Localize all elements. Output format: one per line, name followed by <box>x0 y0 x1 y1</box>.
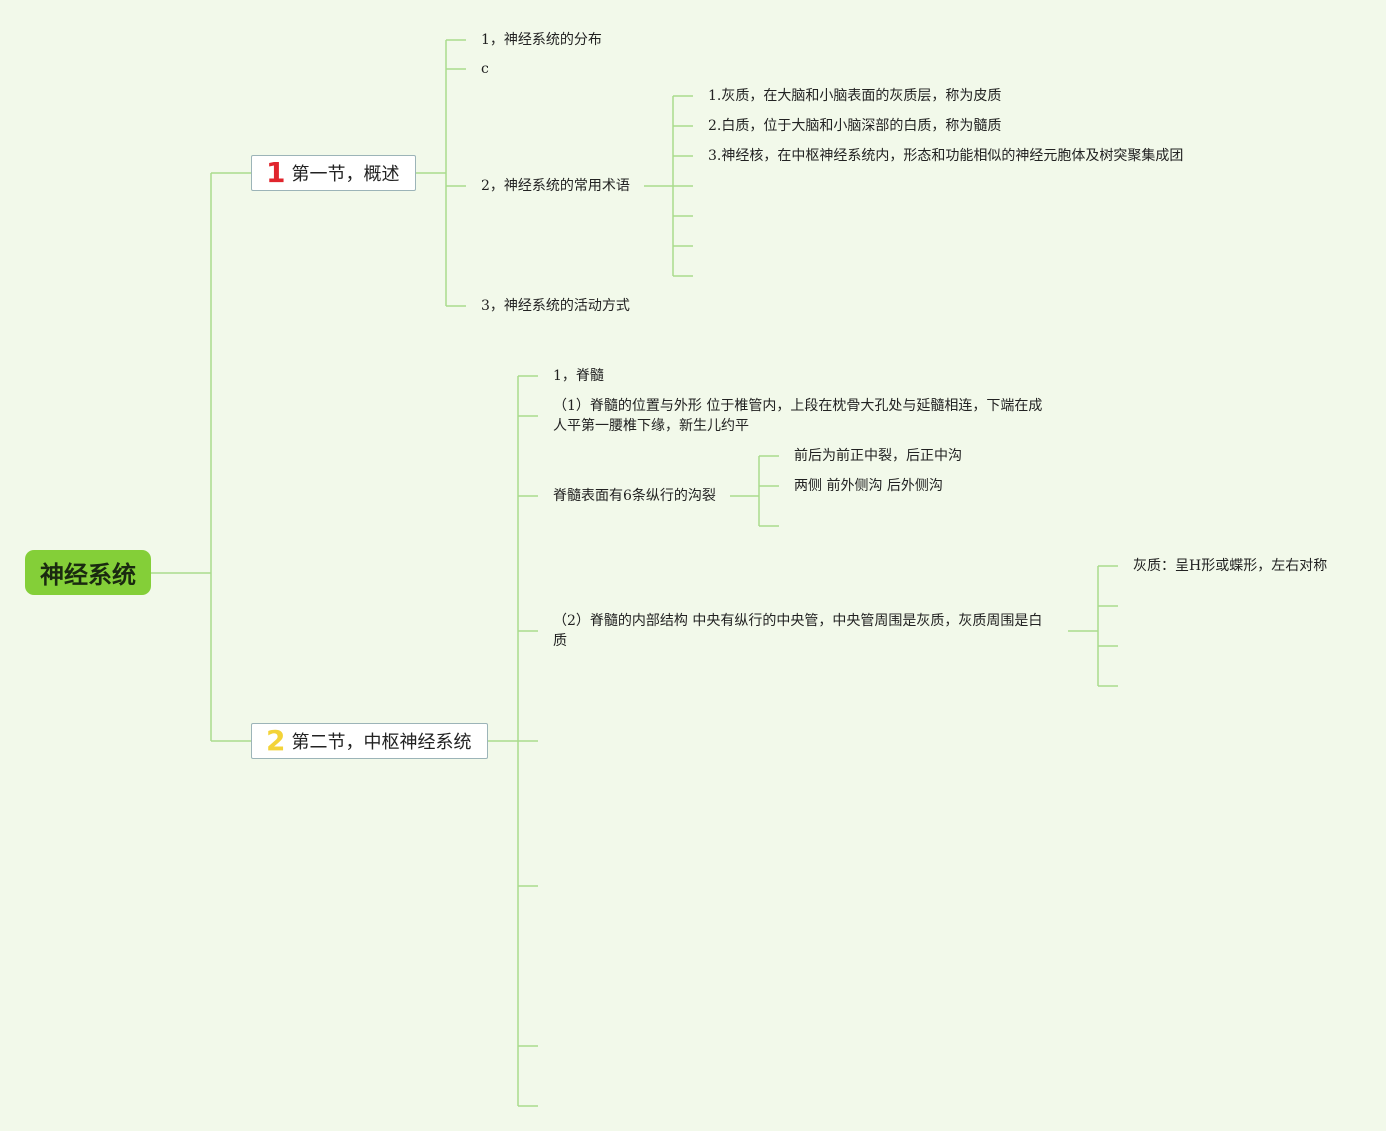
topic-distribution[interactable]: 1，神经系统的分布 <box>481 32 602 48</box>
connector-section2 <box>488 375 538 1107</box>
topic-anterior-posterior[interactable]: 前后为前正中裂，后正中沟 <box>794 448 962 464</box>
connector-internal <box>1068 565 1118 687</box>
section-2-number-icon: 2 <box>266 724 286 757</box>
section-2-topic[interactable]: 2 第二节，中枢神经系统 <box>251 723 488 759</box>
section-1-number-icon: 1 <box>266 156 286 189</box>
connector-section1 <box>416 39 466 307</box>
topic-lateral-grooves[interactable]: 两侧 前外侧沟 后外侧沟 <box>794 478 943 494</box>
connector-root <box>151 172 251 742</box>
connector-terms <box>644 95 693 277</box>
topic-grey-matter-shape[interactable]: 灰质：呈H形或蝶形，左右对称 <box>1133 558 1328 574</box>
topic-activity-mode[interactable]: 3，神经系统的活动方式 <box>481 298 630 314</box>
topic-nucleus[interactable]: 3.神经核，在中枢神经系统内，形态和功能相似的神经元胞体及树突聚集成团 <box>708 148 1184 164</box>
topic-spinal-grooves[interactable]: 脊髓表面有6条纵行的沟裂 <box>553 488 716 504</box>
topic-spinal-internal[interactable]: （2）脊髓的内部结构 中央有纵行的中央管，中央管周围是灰质，灰质周围是白质 <box>553 613 1043 649</box>
topic-white-matter[interactable]: 2.白质，位于大脑和小脑深部的白质，称为髓质 <box>708 118 1002 134</box>
root-topic[interactable]: 神经系统 <box>25 550 151 595</box>
section-1-topic[interactable]: 1 第一节，概述 <box>251 155 416 191</box>
section-1-title: 第一节，概述 <box>291 164 400 185</box>
topic-spinal-cord[interactable]: 1，脊髓 <box>553 368 604 384</box>
connector-grooves <box>730 455 779 527</box>
section-2-title: 第二节，中枢神经系统 <box>291 732 472 753</box>
topic-c[interactable]: c <box>481 61 489 77</box>
topic-spinal-cord-position[interactable]: （1）脊髓的位置与外形 位于椎管内，上段在枕骨大孔处与延髓相连，下端在成人平第一… <box>553 398 1043 434</box>
topic-grey-matter[interactable]: 1.灰质，在大脑和小脑表面的灰质层，称为皮质 <box>708 88 1002 104</box>
topic-common-terms[interactable]: 2，神经系统的常用术语 <box>481 178 630 194</box>
